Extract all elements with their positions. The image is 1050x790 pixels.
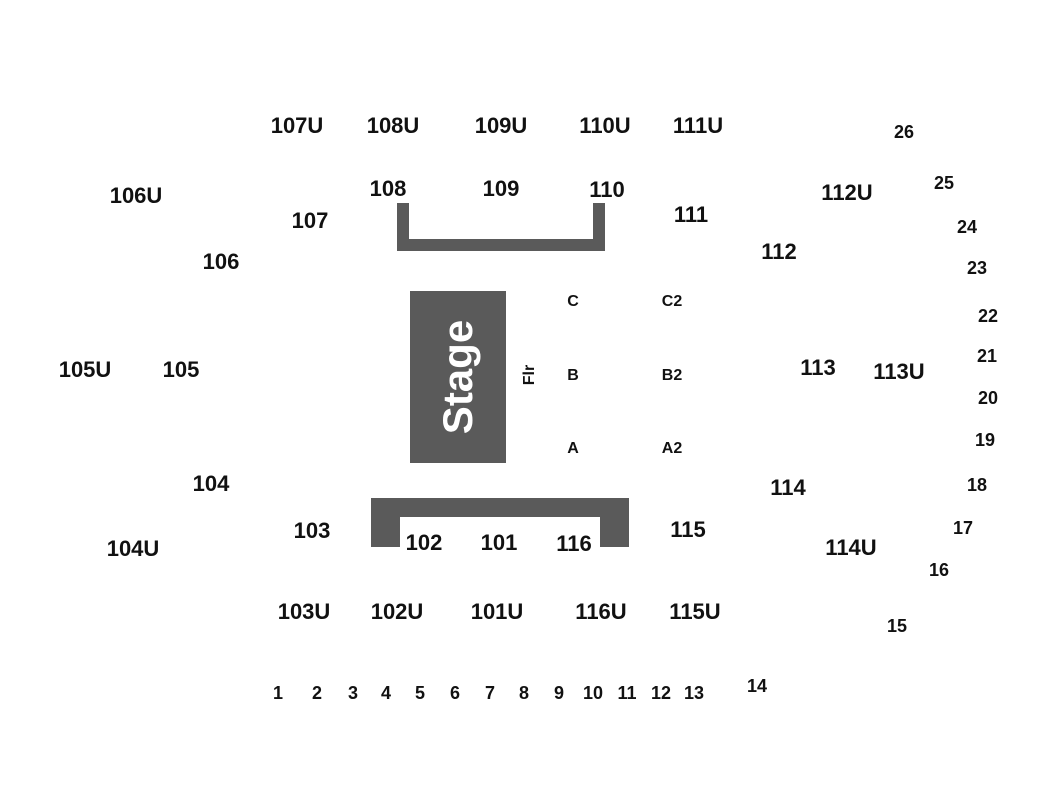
suite-2[interactable]: 2 xyxy=(311,683,323,703)
section-105u[interactable]: 105U xyxy=(58,357,112,382)
lower-wall-top xyxy=(371,498,629,517)
suite-17[interactable]: 17 xyxy=(952,518,974,538)
suite-9[interactable]: 9 xyxy=(553,683,565,703)
section-106u[interactable]: 106U xyxy=(109,183,163,208)
upper-wall-right xyxy=(593,203,605,251)
floor-section-c[interactable]: C xyxy=(567,293,579,310)
stage-label: Stage xyxy=(434,319,481,435)
suite-10[interactable]: 10 xyxy=(582,683,604,703)
suite-5[interactable]: 5 xyxy=(414,683,426,703)
section-108[interactable]: 108 xyxy=(369,176,407,201)
section-110[interactable]: 110 xyxy=(589,177,625,202)
suite-14[interactable]: 14 xyxy=(746,676,768,696)
section-113u[interactable]: 113U xyxy=(873,359,925,384)
section-111u[interactable]: 111U xyxy=(672,113,724,138)
section-102[interactable]: 102 xyxy=(405,530,443,555)
floor-section-c2[interactable]: C2 xyxy=(661,293,683,310)
floor-label: Flr xyxy=(521,364,538,386)
section-103[interactable]: 103 xyxy=(293,518,331,543)
section-114[interactable]: 114 xyxy=(770,475,806,500)
suite-13[interactable]: 13 xyxy=(683,683,705,703)
section-116[interactable]: 116 xyxy=(556,531,592,556)
section-106[interactable]: 106 xyxy=(202,249,240,274)
suite-4[interactable]: 4 xyxy=(380,683,392,703)
section-107u[interactable]: 107U xyxy=(270,113,324,138)
section-103u[interactable]: 103U xyxy=(277,599,331,624)
section-101[interactable]: 101 xyxy=(480,530,518,555)
suite-11[interactable]: 11 xyxy=(617,683,637,703)
suite-16[interactable]: 16 xyxy=(928,560,950,580)
suite-7[interactable]: 7 xyxy=(484,683,496,703)
section-107[interactable]: 107 xyxy=(291,208,329,233)
floor-section-b2[interactable]: B2 xyxy=(661,367,683,384)
suite-25[interactable]: 25 xyxy=(933,173,955,193)
suite-19[interactable]: 19 xyxy=(974,430,996,450)
suite-24[interactable]: 24 xyxy=(956,217,978,237)
suite-6[interactable]: 6 xyxy=(449,683,461,703)
suite-12[interactable]: 12 xyxy=(650,683,672,703)
section-102u[interactable]: 102U xyxy=(370,599,424,624)
floor-section-b[interactable]: B xyxy=(567,367,579,384)
suite-3[interactable]: 3 xyxy=(347,683,359,703)
suite-18[interactable]: 18 xyxy=(966,475,988,495)
section-115[interactable]: 115 xyxy=(670,517,706,542)
section-112[interactable]: 112 xyxy=(761,239,797,264)
section-114u[interactable]: 114U xyxy=(825,535,877,560)
section-113[interactable]: 113 xyxy=(800,355,836,380)
floor-section-a[interactable]: A xyxy=(567,440,579,457)
section-116u[interactable]: 116U xyxy=(575,599,627,624)
lower-wall-right xyxy=(600,498,629,547)
lower-wall-left xyxy=(371,498,400,547)
section-109[interactable]: 109 xyxy=(482,176,520,201)
suite-23[interactable]: 23 xyxy=(966,258,988,278)
section-109u[interactable]: 109U xyxy=(474,113,528,138)
suite-8[interactable]: 8 xyxy=(518,683,530,703)
suite-1[interactable]: 1 xyxy=(272,683,284,703)
section-112u[interactable]: 112U xyxy=(821,180,873,205)
section-104[interactable]: 104 xyxy=(192,471,230,496)
upper-wall-bottom xyxy=(397,239,605,251)
suite-22[interactable]: 22 xyxy=(977,306,999,326)
suite-21[interactable]: 21 xyxy=(976,346,998,366)
section-111[interactable]: 111 xyxy=(673,202,709,227)
section-115u[interactable]: 115U xyxy=(669,599,721,624)
section-110u[interactable]: 110U xyxy=(579,113,631,138)
suite-15[interactable]: 15 xyxy=(886,616,908,636)
section-101u[interactable]: 101U xyxy=(470,599,524,624)
suite-20[interactable]: 20 xyxy=(977,388,999,408)
suite-26[interactable]: 26 xyxy=(893,122,915,142)
section-108u[interactable]: 108U xyxy=(366,113,420,138)
section-104u[interactable]: 104U xyxy=(106,536,160,561)
section-105[interactable]: 105 xyxy=(162,357,200,382)
floor-section-a2[interactable]: A2 xyxy=(661,440,683,457)
stage[interactable]: Stage xyxy=(410,291,506,463)
